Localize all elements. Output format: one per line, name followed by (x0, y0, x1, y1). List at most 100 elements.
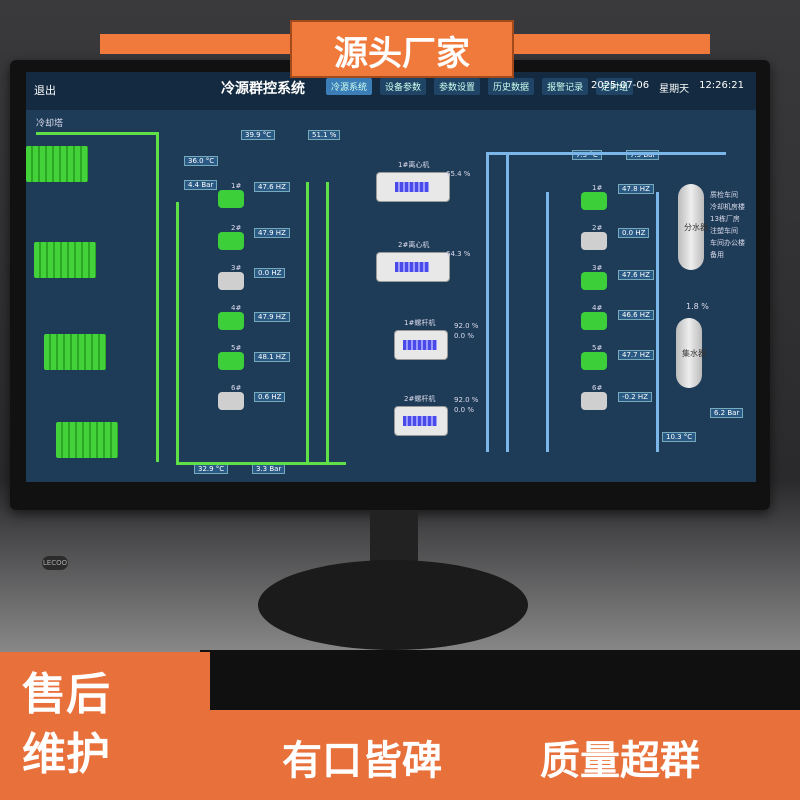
branch-label: 车间办公楼 (710, 239, 745, 247)
chw-pipe (546, 192, 549, 452)
monitor-brand-logo: LECOO (42, 556, 68, 570)
chw-return-pressure: 6.2 Bar (710, 408, 744, 418)
cooling-pump-hz: 48.1 HZ (254, 352, 290, 362)
tab-alarm[interactable]: 报警记录 (542, 78, 589, 95)
chw-pump-hz: 47.6 HZ (618, 270, 654, 280)
cw-return-pressure: 3.3 Bar (252, 464, 286, 474)
chw-supply-pressure: 7.5 Bar (626, 150, 660, 160)
chiller-load: 92.0 % (454, 322, 479, 330)
cw-supply-temp: 36.0 °C (184, 156, 219, 166)
cooling-tower[interactable] (26, 146, 88, 182)
slogan-right: 质量超群 (540, 738, 700, 784)
cw-pipe (326, 182, 329, 462)
water-collector[interactable] (676, 318, 702, 388)
chw-pipe (506, 152, 509, 452)
water-distributor[interactable] (678, 184, 704, 270)
branch-label: 质检车间 (710, 191, 738, 199)
outdoor-temp: 39.9 °C (241, 130, 276, 140)
chw-pump[interactable] (581, 272, 607, 290)
chw-pump[interactable] (581, 312, 607, 330)
banner-right-strip (510, 34, 710, 54)
cooling-pump-label: 6# (231, 384, 242, 392)
chiller-label: 2#离心机 (398, 241, 430, 249)
service-badge: 售后 维护 (0, 652, 210, 800)
exit-button[interactable]: 退出 (34, 84, 56, 97)
cooling-pump-hz: 47.9 HZ (254, 312, 290, 322)
cooling-pump[interactable] (218, 232, 244, 250)
cooling-pump[interactable] (218, 392, 244, 410)
cooling-pump-hz: 47.6 HZ (254, 182, 290, 192)
chw-return-temp: 10.3 °C (662, 432, 697, 442)
cooling-pump[interactable] (218, 352, 244, 370)
tab-history[interactable]: 历史数据 (488, 78, 535, 95)
cooling-pump[interactable] (218, 272, 244, 290)
cooling-pump-label: 3# (231, 264, 242, 272)
bypass-open: 1.8 % (686, 302, 709, 311)
chw-pump[interactable] (581, 192, 607, 210)
cw-pipe (176, 462, 346, 465)
cw-pipe (176, 202, 179, 462)
keyboard (200, 650, 800, 710)
tab-device-params[interactable]: 设备参数 (380, 78, 427, 95)
chw-pump-label: 1# (592, 184, 603, 192)
chiller[interactable] (376, 252, 450, 282)
banner-left-strip (100, 34, 290, 54)
chiller[interactable] (376, 172, 450, 202)
chw-pipe (486, 152, 489, 452)
chw-pump-hz: 47.7 HZ (618, 350, 654, 360)
tab-timer[interactable]: 定时组 (596, 78, 634, 95)
chiller-label: 2#螺杆机 (404, 395, 436, 403)
chw-pump[interactable] (581, 232, 607, 250)
scada-title: 冷源群控系统 (221, 81, 305, 97)
cooling-pump-label: 5# (231, 344, 242, 352)
cooling-pump-hz: 0.0 HZ (254, 268, 286, 278)
cooling-pump[interactable] (218, 190, 244, 208)
cooling-pump-label: 2# (231, 224, 242, 232)
cooling-pump-label: 4# (231, 304, 242, 312)
water-collector-label: 集水器 (682, 349, 706, 358)
time-text: 12:26:21 (699, 80, 744, 91)
chw-pump-hz: -0.2 HZ (618, 392, 652, 402)
top-banner: 源头厂家 (290, 20, 514, 78)
branch-label: 备用 (710, 251, 724, 259)
service-badge-line1: 售后 (22, 669, 110, 720)
chw-pump[interactable] (581, 392, 607, 410)
chw-supply-temp: 7.5 °C (572, 150, 602, 160)
cw-pipe (156, 132, 159, 462)
monitor: 退出 冷源群控系统 冷源系统 设备参数 参数设置 历史数据 报警记录 定时组 2… (10, 60, 770, 570)
branch-label: 注塑车间 (710, 227, 738, 235)
tab-param-settings[interactable]: 参数设置 (434, 78, 481, 95)
chiller-label: 1#离心机 (398, 161, 430, 169)
chiller[interactable] (394, 406, 448, 436)
tab-cold-source[interactable]: 冷源系统 (326, 78, 373, 95)
water-distributor-label: 分水器 (684, 223, 708, 232)
chiller-load-2: 0.0 % (454, 406, 475, 414)
date-text: 2025-07-06 (590, 80, 650, 91)
cooling-pump[interactable] (218, 312, 244, 330)
cw-return-temp: 32.9 °C (194, 464, 229, 474)
chiller-load: 65.4 % (446, 170, 471, 178)
datetime: 2025-07-06 星期天 12:26:21 (591, 80, 744, 95)
branch-label: 冷却机房楼 (710, 203, 745, 211)
scada-header: 退出 冷源群控系统 冷源系统 设备参数 参数设置 历史数据 报警记录 定时组 2… (26, 72, 756, 110)
cooling-pump-hz: 0.6 HZ (254, 392, 286, 402)
chiller-load: 64.3 % (446, 250, 471, 258)
service-badge-line2: 维护 (22, 729, 110, 780)
chw-pump-label: 6# (592, 384, 603, 392)
cw-pipe (36, 132, 156, 135)
chw-pipe (486, 152, 726, 155)
top-banner-title: 源头厂家 (334, 34, 470, 74)
slogan-left: 有口皆碑 (282, 738, 442, 784)
cooling-tower[interactable] (44, 334, 106, 370)
chw-pump-label: 2# (592, 224, 603, 232)
chw-pump-label: 4# (592, 304, 603, 312)
cooling-tower[interactable] (56, 422, 118, 458)
slogan-bar: 有口皆碑 质量超群 (210, 710, 800, 800)
cw-supply-pressure: 4.4 Bar (184, 180, 218, 190)
monitor-screen: 退出 冷源群控系统 冷源系统 设备参数 参数设置 历史数据 报警记录 定时组 2… (26, 72, 756, 482)
chiller[interactable] (394, 330, 448, 360)
chw-pump-label: 3# (592, 264, 603, 272)
cooling-tower[interactable] (34, 242, 96, 278)
chw-pump[interactable] (581, 352, 607, 370)
